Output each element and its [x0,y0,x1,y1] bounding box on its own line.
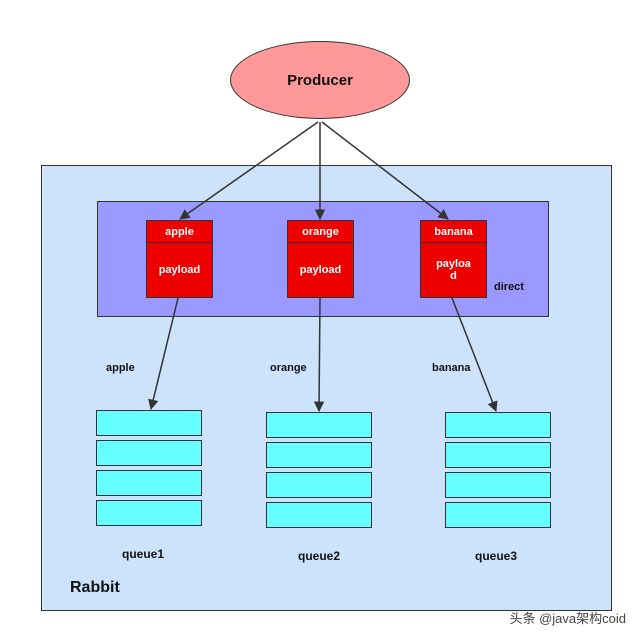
message-key: orange [288,221,353,243]
exchange-type-label: direct [494,281,524,293]
queue3-stack [445,412,551,528]
queue3-label: queue3 [475,549,518,563]
arrow-orange-to-queue2 [313,297,325,413]
binding-label-banana: banana [432,362,471,374]
queue-slot [96,440,202,466]
message-apple: apple payload [146,220,213,298]
message-payload: payload [158,264,201,276]
watermark-text: 头条 @java架构coid [509,611,626,626]
queue-slot [96,470,202,496]
producer-node: Producer [230,41,410,119]
message-payload: payload [299,264,342,276]
queue-slot [445,472,551,498]
message-banana: banana payloa d [420,220,487,298]
message-key: apple [147,221,212,243]
producer-label: Producer [287,71,353,89]
queue2-stack [266,412,372,528]
binding-label-apple: apple [106,362,135,374]
queue-slot [445,442,551,468]
arrow-producer-to-apple [179,121,319,220]
arrow-producer-to-banana [321,121,449,220]
queue-slot [96,500,202,526]
binding-label-orange: orange [270,362,307,374]
arrow-banana-to-queue3 [451,297,498,412]
message-key: banana [421,221,486,243]
queue2-label: queue2 [298,549,341,563]
queue-slot [266,412,372,438]
queue-slot [266,502,372,528]
queue-slot [266,442,372,468]
rabbit-label: Rabbit [70,579,120,596]
message-orange: orange payload [287,220,354,298]
queue-slot [445,502,551,528]
arrow-apple-to-queue1 [148,297,179,411]
queue1-stack [96,410,202,526]
message-payload: payloa d [436,258,471,282]
queue-slot [266,472,372,498]
queue1-label: queue1 [122,547,165,561]
queue-slot [96,410,202,436]
queue-slot [445,412,551,438]
